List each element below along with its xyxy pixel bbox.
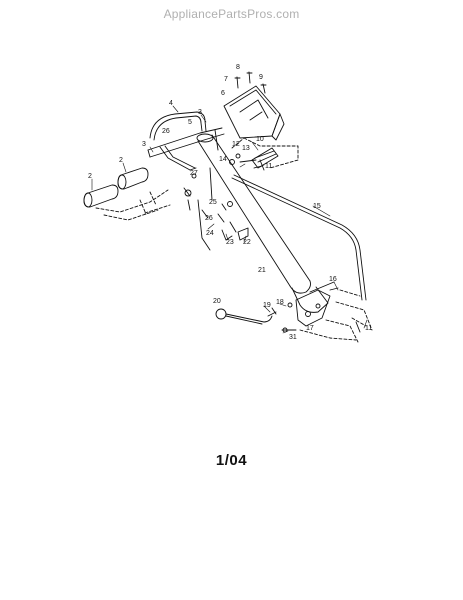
callout-11a: 11 (265, 163, 272, 170)
handlebar-phantom-outline (95, 189, 171, 221)
callout-labels: 2 2 3 3 4 5 26 6 7 8 9 10 12 13 14 11 27… (88, 64, 372, 341)
callout-26a: 26 (162, 128, 170, 135)
callout-2a: 2 (88, 173, 92, 180)
handle-grip-left (83, 184, 119, 208)
callout-10: 10 (256, 136, 264, 143)
lower-bracket-phantom (299, 289, 373, 343)
callout-5: 5 (188, 119, 192, 126)
callout-3a: 3 (142, 141, 146, 148)
callout-4: 4 (169, 100, 173, 107)
callout-23: 23 (226, 239, 234, 246)
handlebar-frame (147, 127, 225, 171)
callout-8: 8 (236, 64, 240, 71)
leader-lines (91, 105, 368, 334)
callout-19: 19 (263, 302, 271, 309)
bail-bar (149, 111, 207, 141)
callout-13: 13 (242, 145, 250, 152)
control-rod (231, 174, 367, 301)
callout-14: 14 (219, 156, 227, 163)
callout-2b: 2 (119, 157, 123, 164)
control-lever (239, 147, 279, 169)
watermark: AppliancePartsPros.com (163, 7, 300, 21)
diagram-revision-code: 1/04 (215, 452, 248, 469)
handle-grip-right (117, 167, 149, 190)
callout-6: 6 (221, 90, 225, 97)
callout-17: 17 (306, 325, 314, 332)
housing-phantom (231, 137, 299, 169)
callout-11b: 11 (365, 325, 372, 332)
handle-tube (196, 133, 329, 313)
shift-lever (215, 308, 277, 325)
callout-18: 18 (276, 299, 284, 306)
housing-screws (234, 71, 267, 94)
callout-27: 27 (190, 170, 198, 177)
callout-7: 7 (224, 76, 228, 83)
callout-22: 22 (243, 239, 251, 246)
callout-9: 9 (259, 74, 263, 81)
callout-24: 24 (206, 230, 214, 237)
callout-15: 15 (313, 203, 321, 210)
control-housing (223, 85, 285, 141)
callout-20: 20 (213, 298, 221, 305)
callout-26b: 26 (205, 215, 213, 222)
lower-bracket (295, 281, 335, 327)
small-hardware (183, 153, 265, 241)
callout-31: 31 (289, 334, 297, 341)
side-linkage-rod (197, 167, 213, 251)
callout-25: 25 (209, 199, 217, 206)
callout-21: 21 (258, 267, 266, 274)
callout-3b: 3 (198, 109, 202, 116)
callout-16: 16 (329, 276, 337, 283)
callout-12: 12 (232, 141, 240, 148)
